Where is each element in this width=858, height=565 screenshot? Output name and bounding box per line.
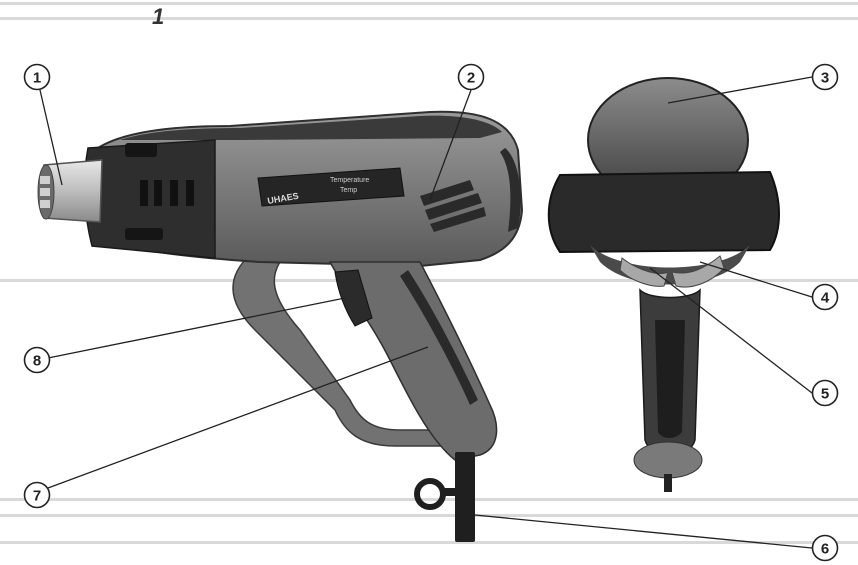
panel-label-1: Temperature (330, 177, 369, 184)
front-vent-slot (154, 180, 162, 206)
side-vent-grille (420, 180, 486, 232)
stripe-bottom-3 (0, 541, 858, 544)
svg-text:2: 2 (467, 70, 475, 87)
rear-shoulders (547, 170, 780, 254)
callout-4: 4 (811, 283, 839, 311)
leader-line-8 (47, 297, 346, 359)
hanging-loop (414, 478, 446, 510)
callout-1: 1 (23, 63, 51, 91)
nozzle-grille (40, 188, 50, 196)
leader-line-3 (667, 76, 813, 104)
leader-lines (39, 76, 813, 549)
stripe-bottom-2 (0, 514, 858, 517)
rear-base (633, 441, 703, 479)
minus-button (619, 257, 669, 287)
callout-2: 2 (457, 63, 485, 91)
front-housing (83, 139, 216, 259)
top-vent (125, 143, 157, 157)
rear-cap (500, 148, 521, 232)
leader-line-4 (699, 261, 813, 298)
leader-line-6 (474, 514, 813, 549)
loop-arm (440, 488, 460, 496)
panel-label-2: Temp (340, 187, 357, 194)
svg-text:1: 1 (33, 70, 41, 87)
trigger (334, 269, 373, 327)
svg-text:4: 4 (821, 290, 830, 307)
leader-line-7 (47, 346, 429, 489)
nozzle-grille (40, 176, 50, 184)
grip-rubber (400, 270, 478, 405)
stand-post (455, 452, 475, 542)
heat-gun-side-view: UHAES Temperature Temp (37, 110, 524, 542)
stripe-top-1 (0, 2, 858, 5)
rear-handle-rubber (655, 320, 685, 438)
svg-text:7: 7 (33, 488, 41, 505)
leader-line-5 (649, 267, 813, 394)
stripe-bottom-1 (0, 498, 858, 501)
heat-gun-rear-view (547, 77, 780, 492)
front-vent-slot (170, 180, 178, 206)
front-vent-slot (140, 180, 148, 206)
svg-text:5: 5 (821, 386, 829, 403)
display-panel (257, 167, 405, 207)
callout-5: 5 (811, 379, 839, 407)
svg-text:3: 3 (821, 70, 829, 87)
figure-number: 1 (152, 4, 165, 29)
callout-8: 8 (23, 346, 51, 374)
svg-text:8: 8 (33, 353, 41, 370)
body-top-stripe (120, 115, 502, 140)
callout-7: 7 (23, 481, 51, 509)
leader-line-2 (429, 89, 472, 201)
leader-line-1 (39, 89, 63, 186)
callout-3: 3 (811, 63, 839, 91)
bottom-vent (125, 228, 163, 240)
front-vent-slot (186, 180, 194, 206)
nozzle-grille (40, 200, 50, 208)
callout-6: 6 (811, 534, 839, 562)
svg-text:6: 6 (821, 541, 829, 558)
rear-cable (664, 474, 672, 492)
stripe-top-2 (0, 17, 858, 20)
plus-button (671, 255, 725, 288)
